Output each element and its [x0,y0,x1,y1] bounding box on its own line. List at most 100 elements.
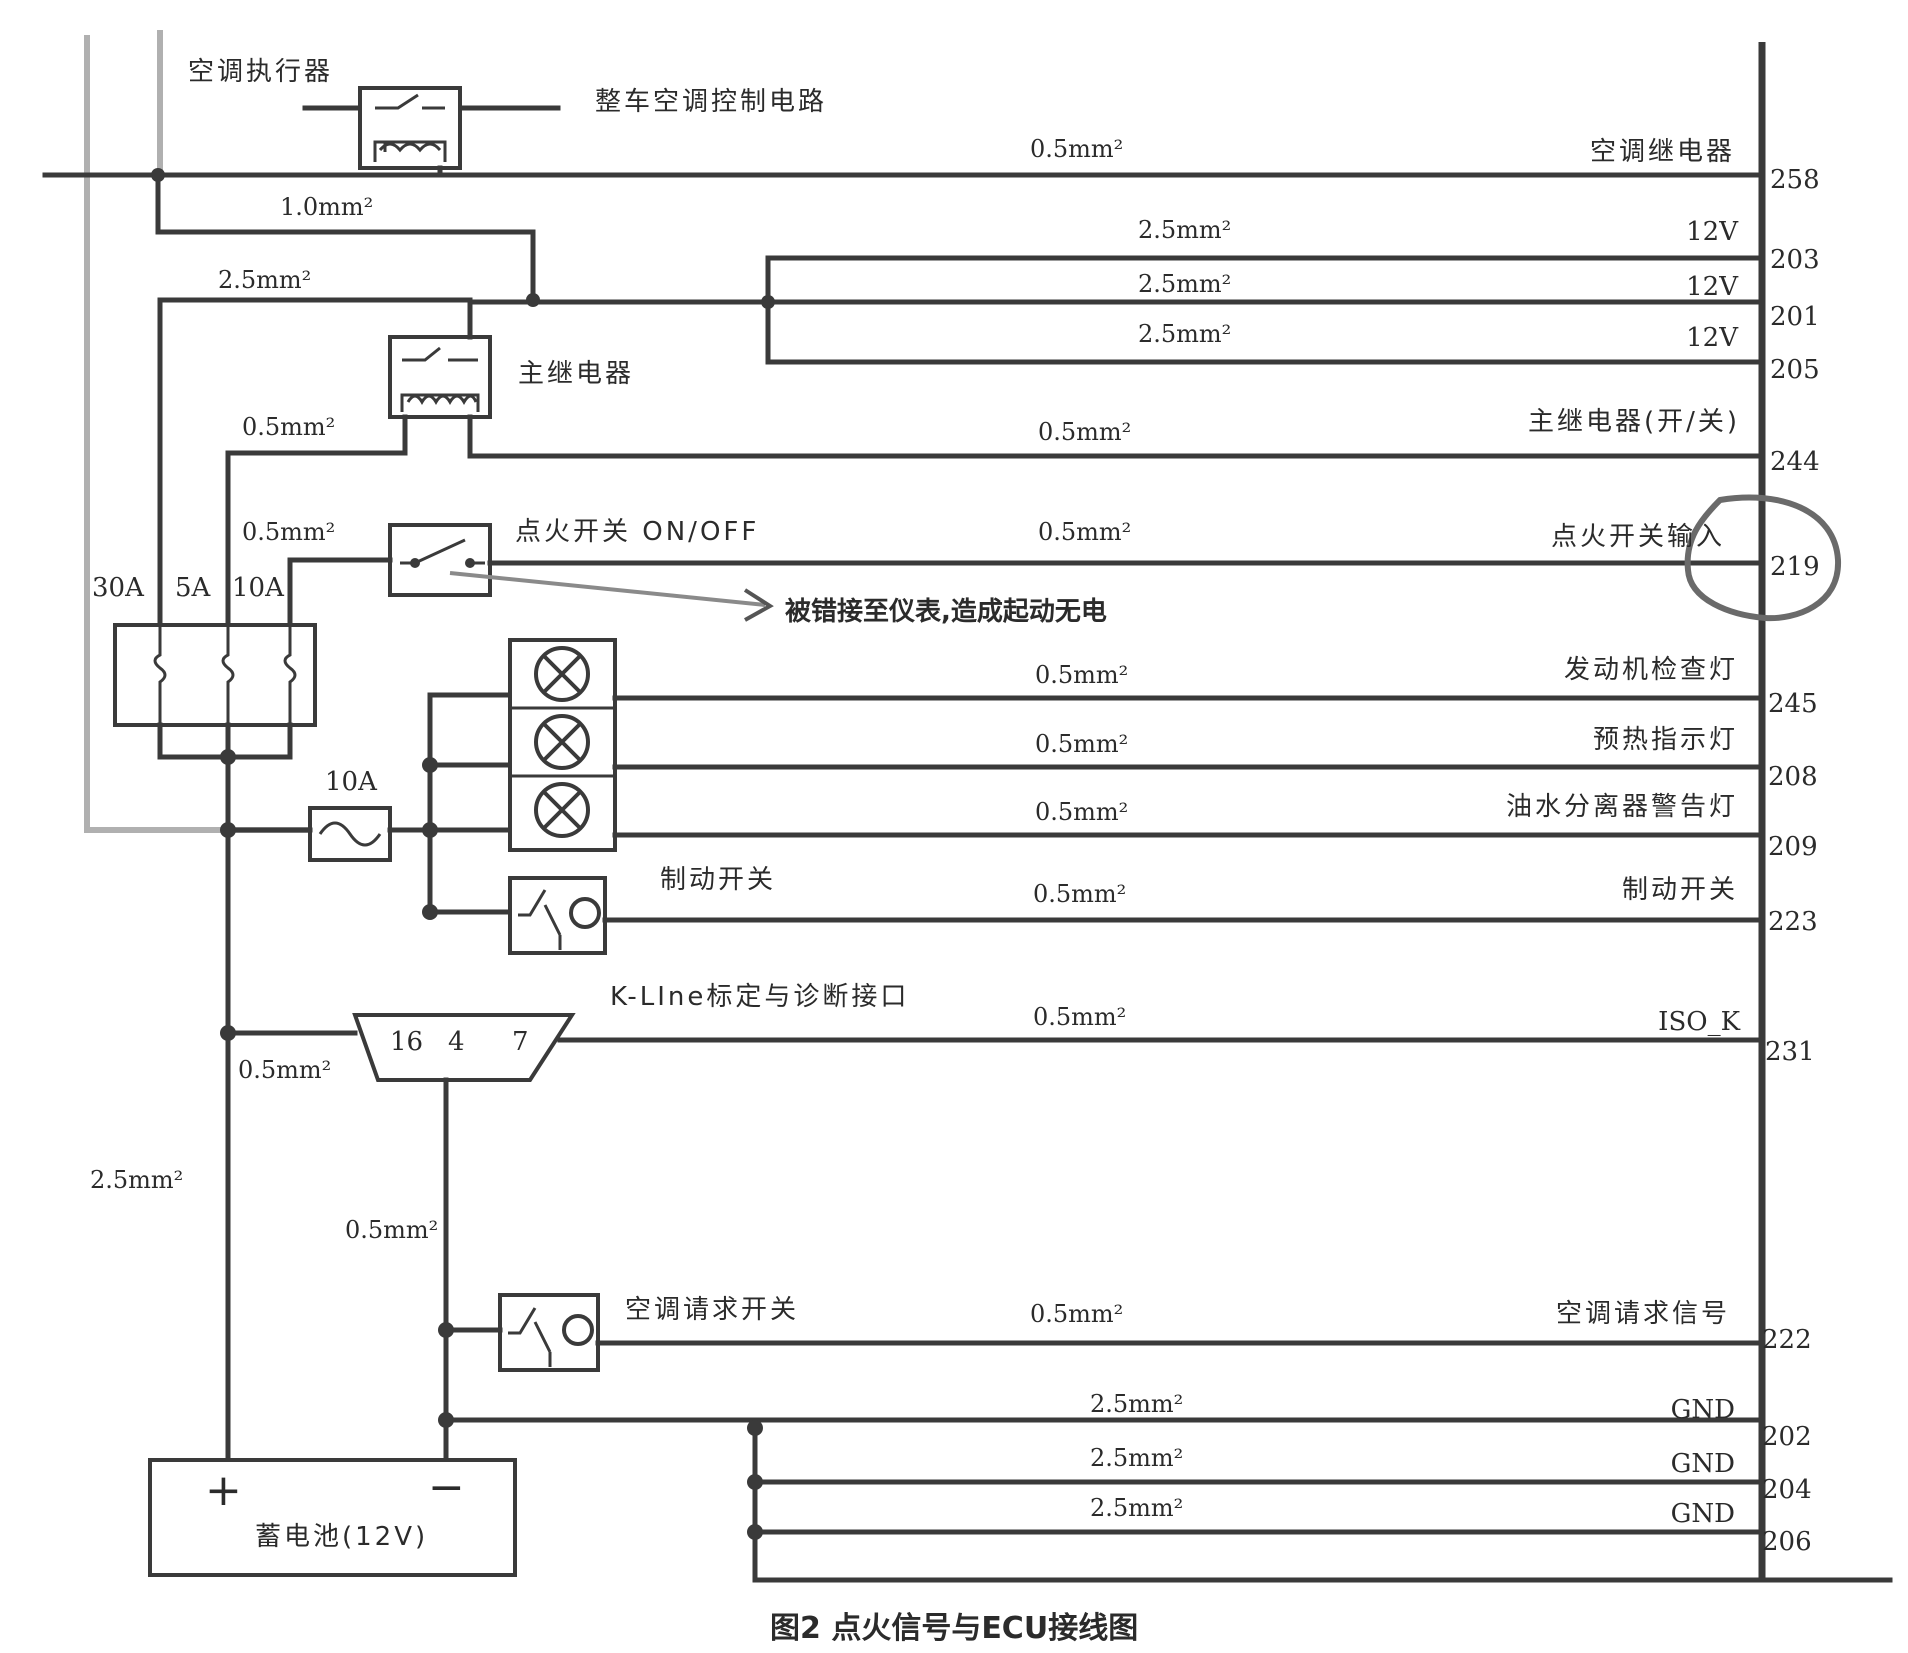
signal-label: 预热指示灯 [1593,725,1738,755]
ac-actuator-relay [302,86,561,170]
signal-label: ISO_K [1658,1007,1740,1037]
lamp-icon [534,782,590,838]
signal-label: 发动机检查灯 [1564,655,1738,685]
label-brake-switch: 制动开关 [660,865,776,895]
pin-label: 202 [1762,1422,1812,1452]
gauge-1-0: 1.0mm² [280,193,373,221]
gauge-label: 0.5mm² [1035,661,1128,689]
gauge-label: 2.5mm² [1138,320,1231,348]
gauge-label: 2.5mm² [1138,216,1231,244]
wire-1-0mm [155,172,536,305]
kline-pin-7: 7 [512,1027,529,1057]
fuse-10a-label: 10A [232,573,285,603]
wire-244 [467,414,1765,459]
pin-label: 201 [1770,302,1820,332]
gauge-2-5-batt: 2.5mm² [90,1166,183,1194]
signal-label: 12V [1686,217,1739,247]
signal-label: 主继电器(开/关) [1528,407,1740,437]
ecu-line-2: 2.5mm² 12V 201 [1138,270,1820,332]
pin-label: 245 [1768,689,1818,719]
ecu-line-3: 2.5mm² 12V 205 [1138,320,1820,385]
pin-label: 208 [1768,762,1818,792]
pin-label: 231 [1765,1037,1815,1067]
lamp-icon [534,714,590,770]
pin-label: 244 [1770,447,1820,477]
battery-plus: + [205,1465,242,1516]
gauge-label: 0.5mm² [1030,135,1123,163]
pin-label: 223 [1768,907,1818,937]
ignition-switch [388,523,492,597]
pin-label: 219 [1770,552,1820,582]
signal-label: 空调请求信号 [1556,1299,1730,1329]
pedal-switch-icon [508,876,607,955]
ecu-line-7: 0.5mm² 预热指示灯 208 [1035,725,1818,792]
label-fault-note: 被错接至仪表,造成起动无电 [785,597,1107,627]
ecu-line-5: 0.5mm² 点火开关输入 219 [1038,518,1820,582]
signal-label: GND [1671,1395,1735,1425]
gauge-0-5-ign: 0.5mm² [242,518,335,546]
ac-request-switch [498,1293,600,1372]
label-battery: 蓄电池(12V) [255,1522,428,1552]
signal-label: 油水分离器警告灯 [1506,792,1738,822]
ecu-line-14: 2.5mm² GND 206 [1090,1494,1812,1557]
figure-caption: 图2 点火信号与ECU接线图 [770,1611,1138,1646]
kline-pin-16: 16 [390,1027,423,1057]
ecu-line-6: 0.5mm² 发动机检查灯 245 [1035,655,1818,719]
pin-label: 206 [1762,1527,1812,1557]
fuse-30a-label: 30A [92,573,145,603]
fuse-block [113,623,317,727]
ecu-line-11: 0.5mm² 空调请求信号 222 [1030,1299,1812,1355]
ecu-line-9: 0.5mm² 制动开关 223 [1033,875,1818,937]
ecu-line-12: 2.5mm² GND 202 [1090,1390,1812,1452]
label-main-relay: 主继电器 [518,359,634,389]
ecu-line-13: 2.5mm² GND 204 [1090,1444,1812,1505]
lamp-stack [508,638,617,852]
connector-icon [352,1013,576,1082]
fuse-10a-lamp-label: 10A [325,767,378,797]
signal-label: 空调继电器 [1590,137,1735,167]
label-vehicle-ac-circuit: 整车空调控制电路 [595,87,827,117]
fuse-icon [308,806,392,862]
wire-205 [765,255,1765,365]
lamp-icon [534,646,590,702]
wire-5a [225,414,408,628]
signal-label: 12V [1686,323,1739,353]
gauge-label: 0.5mm² [1035,798,1128,826]
gauge-0-5-relay: 0.5mm² [242,413,335,441]
label-kline: K-LIne标定与诊断接口 [610,982,909,1012]
ecu-line-4: 0.5mm² 主继电器(开/关) 244 [1038,407,1820,477]
gauge-label: 0.5mm² [1033,880,1126,908]
gauge-0-5-ac: 0.5mm² [345,1216,438,1244]
pin-label: 222 [1762,1325,1812,1355]
battery-minus: − [428,1462,465,1513]
ecu-line-0: 0.5mm² 空调继电器 258 [1030,135,1820,195]
gauge-0-5-kline: 0.5mm² [238,1056,331,1084]
gauge-label: 0.5mm² [1038,518,1131,546]
gauge-label: 0.5mm² [1038,418,1131,446]
pin-label: 205 [1770,355,1820,385]
pin-label: 204 [1762,1475,1812,1505]
label-ignition-switch: 点火开关 ON/OFF [515,517,759,547]
gauge-label: 0.5mm² [1030,1300,1123,1328]
ecu-line-1: 2.5mm² 12V 203 [1138,216,1820,275]
pin-label: 209 [1768,832,1818,862]
ground-bus [752,1417,1755,1583]
label-ac-request-switch: 空调请求开关 [625,1295,799,1325]
pin-label: 258 [1770,165,1820,195]
signal-label: GND [1671,1499,1735,1529]
highlight-circle-icon [1684,494,1842,622]
label-ac-actuator: 空调执行器 [188,57,333,87]
signal-label: 点火开关输入 [1551,522,1725,552]
fuse-5a-label: 5A [175,573,212,603]
gauge-label: 2.5mm² [1090,1444,1183,1472]
signal-label: 制动开关 [1622,875,1738,905]
gauge-2-5-top: 2.5mm² [218,266,311,294]
gauge-label: 2.5mm² [1138,270,1231,298]
ecu-line-10: 0.5mm² ISO_K 231 [1033,1003,1815,1067]
pin-label: 203 [1770,245,1820,275]
kline-pin-4: 4 [448,1027,465,1057]
gauge-label: 0.5mm² [1033,1003,1126,1031]
battery-icon [148,1458,517,1577]
ecu-line-8: 0.5mm² 油水分离器警告灯 209 [1035,792,1818,862]
